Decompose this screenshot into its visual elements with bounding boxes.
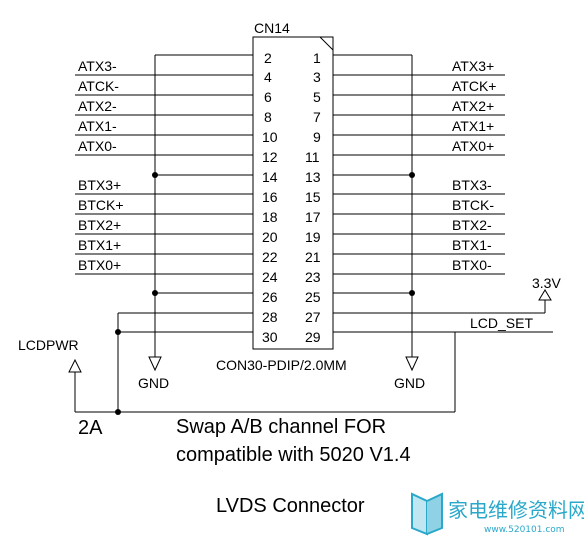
signal-label: ATX1- (78, 118, 117, 134)
gnd-right-arrow-icon (405, 356, 419, 372)
signal-label: BTX3- (452, 177, 492, 193)
pin1-corner-mark (319, 36, 334, 51)
signal-label: ATX2- (78, 98, 117, 114)
signal-label: ATCK- (78, 78, 119, 94)
pin-number: 24 (262, 269, 278, 285)
pin-number: 11 (305, 149, 320, 165)
pin-number: 29 (305, 329, 321, 345)
left-signal-labels: ATX3- ATCK- ATX2- ATX1- ATX0- BTX3+ BTCK… (78, 58, 124, 273)
signal-label: ATX0- (78, 138, 117, 154)
pin-number: 22 (262, 249, 278, 265)
pin-number: 16 (262, 189, 278, 205)
signal-label: BTX2+ (78, 217, 121, 233)
gnd-right-label: GND (394, 375, 425, 391)
gnd-left-arrow-icon (148, 356, 162, 372)
signal-label: ATX2+ (452, 98, 494, 114)
pin-number: 15 (305, 189, 321, 205)
lcdpwr-net (68, 312, 456, 413)
pin-number: 10 (262, 129, 278, 145)
right-signal-wires (333, 74, 505, 275)
signal-label: BTX2- (452, 217, 492, 233)
signal-label: BTCK- (452, 197, 494, 213)
signal-label: BTX1- (452, 237, 492, 253)
pin-number: 28 (262, 309, 278, 325)
signal-label: ATX3+ (452, 58, 494, 74)
pin-number: 5 (313, 89, 321, 105)
book-icon (411, 492, 443, 536)
pin-number: 9 (313, 129, 321, 145)
pin-number: 25 (305, 289, 321, 305)
lcdpwr-label: LCDPWR (18, 337, 79, 353)
note-line-2: compatible with 5020 V1.4 (176, 444, 411, 466)
right-signal-labels: ATX3+ ATCK+ ATX2+ ATX1+ ATX0+ BTX3- BTCK… (452, 58, 496, 273)
gnd-left-label: GND (138, 375, 169, 391)
signal-label: BTX0- (452, 257, 492, 273)
pin-number: 1 (313, 50, 321, 66)
pin-number: 30 (262, 329, 278, 345)
pin-number: 27 (305, 309, 321, 325)
pin-number: 2 (264, 50, 272, 66)
left-pin-numbers: 2 4 6 8 10 12 14 16 18 20 22 24 26 28 30 (262, 50, 278, 345)
connector-part: CON30-PDIP/2.0MM (216, 357, 347, 373)
right-gnd-bus (333, 55, 413, 357)
pin-number: 23 (305, 269, 321, 285)
right-pin-numbers: 1 3 5 7 9 11 13 15 17 19 21 23 25 27 29 (305, 50, 321, 345)
signal-label: BTX1+ (78, 237, 121, 253)
pin-number: 17 (305, 209, 321, 225)
signal-label: ATX3- (78, 58, 117, 74)
watermark-text: 家电维修资料网 (448, 498, 584, 522)
pin-number: 20 (262, 229, 278, 245)
junction-dot (152, 172, 158, 178)
pin-number: 21 (305, 249, 321, 265)
pin-number: 26 (262, 289, 278, 305)
junction-dot (409, 290, 415, 296)
signal-label: BTCK+ (78, 197, 124, 213)
diagram-title: LVDS Connector (216, 495, 365, 517)
signal-label: BTX3+ (78, 177, 121, 193)
pin-number: 7 (313, 109, 321, 125)
v33-label: 3.3V (532, 275, 561, 291)
junction-dot (115, 409, 121, 415)
signal-label: ATCK+ (452, 78, 496, 94)
pin-number: 8 (264, 109, 272, 125)
signal-label: ATX1+ (452, 118, 494, 134)
pin-number: 19 (305, 229, 321, 245)
watermark-url: www.520101.com (484, 525, 565, 535)
pin-number: 3 (313, 69, 321, 85)
left-signal-wires (75, 74, 253, 275)
pin-number: 6 (264, 89, 272, 105)
connector-body (252, 36, 334, 350)
note-line-1: Swap A/B channel FOR (176, 416, 386, 438)
pin-number: 13 (305, 169, 321, 185)
signal-label: BTX0+ (78, 257, 121, 273)
junction-dot (152, 290, 158, 296)
lcd-set-label: LCD_SET (470, 315, 533, 331)
junction-dot (409, 172, 415, 178)
junction-dot (115, 329, 121, 335)
current-label: 2A (78, 417, 103, 439)
v33-net (333, 289, 552, 314)
pin-number: 4 (264, 69, 272, 85)
connector-ref: CN14 (254, 20, 290, 36)
watermark-logo: 家电维修资料网 www.520101.com (411, 492, 584, 536)
pin-number: 12 (262, 149, 278, 165)
left-gnd-bus (154, 55, 253, 357)
pin-number: 14 (262, 169, 278, 185)
signal-label: ATX0+ (452, 138, 494, 154)
pin-number: 18 (262, 209, 278, 225)
